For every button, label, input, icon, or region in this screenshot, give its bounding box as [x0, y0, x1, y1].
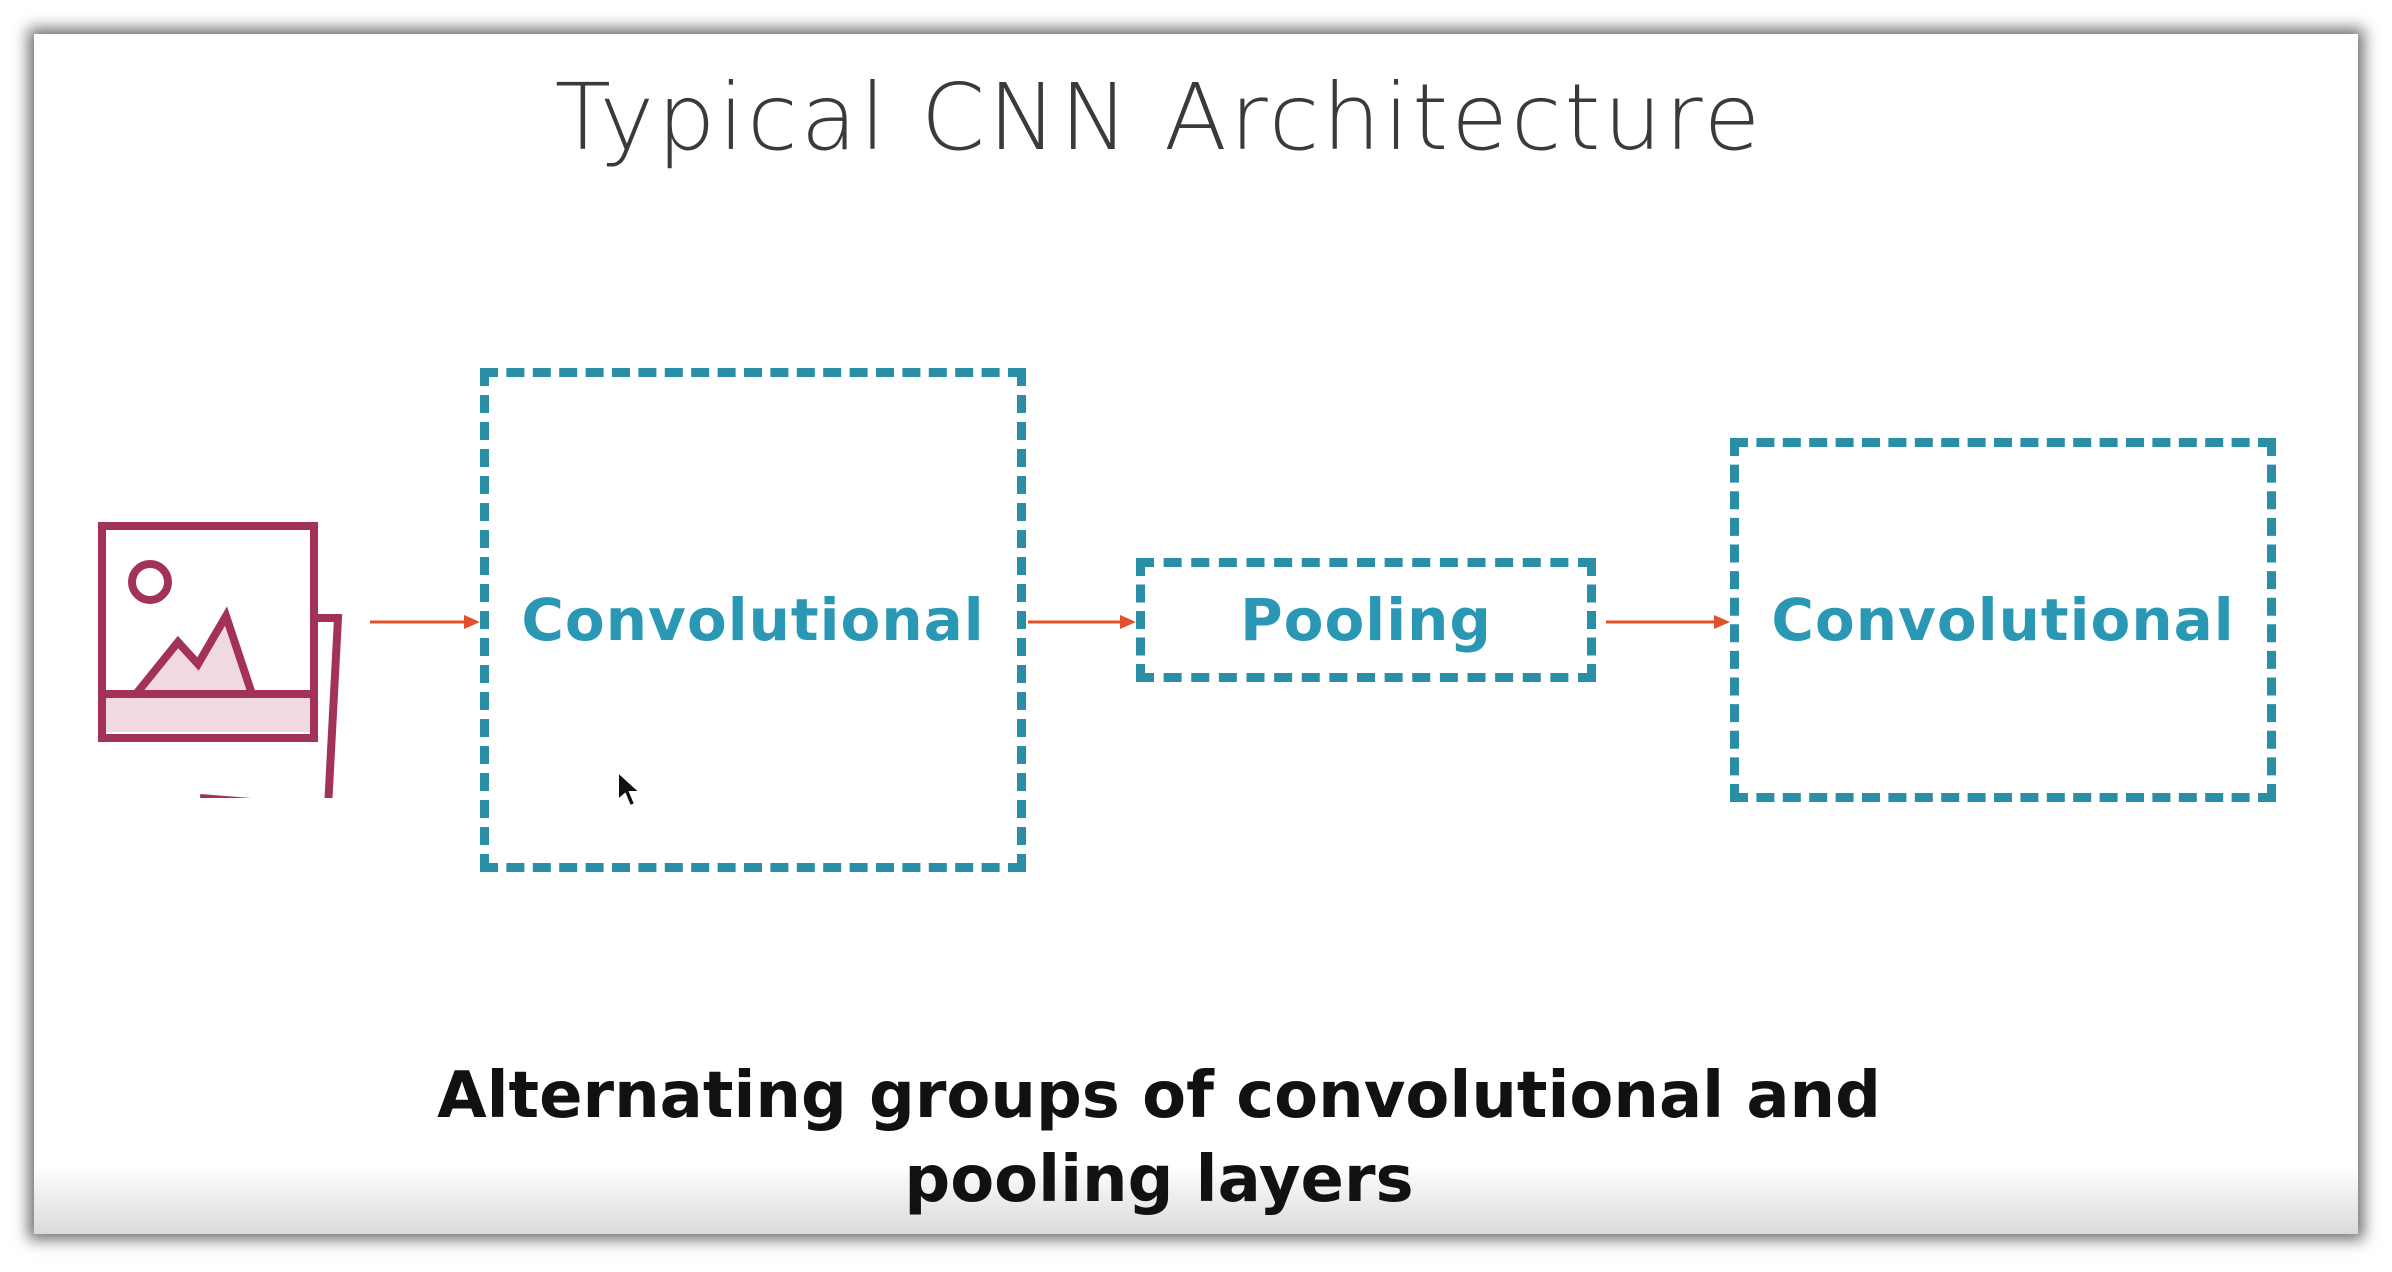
slide-title: Typical CNN Architecture	[554, 64, 1764, 171]
image-icon	[98, 522, 343, 798]
arrow-input-to-conv	[370, 615, 480, 629]
slide-window: Typical CNN Architecture Convolutional P…	[34, 34, 2358, 1234]
convolutional-layer-box: Convolutional	[1730, 438, 2276, 802]
convolutional-layer-box: Convolutional	[480, 368, 1026, 872]
arrow-pool-to-conv	[1606, 615, 1730, 629]
pooling-layer-box: Pooling	[1136, 558, 1596, 682]
caption-line-1: Alternating groups of convolutional and	[437, 1059, 1881, 1133]
layer-label: Pooling	[1240, 586, 1492, 654]
caption-line-2: pooling layers	[904, 1143, 1414, 1217]
layer-label: Convolutional	[1771, 586, 2235, 654]
arrow-conv-to-pool	[1028, 615, 1136, 629]
bottom-shade	[34, 1164, 2358, 1234]
caption: Alternating groups of convolutional and …	[334, 1054, 1984, 1222]
mouse-cursor-icon	[617, 770, 643, 808]
layer-label: Convolutional	[521, 586, 985, 654]
